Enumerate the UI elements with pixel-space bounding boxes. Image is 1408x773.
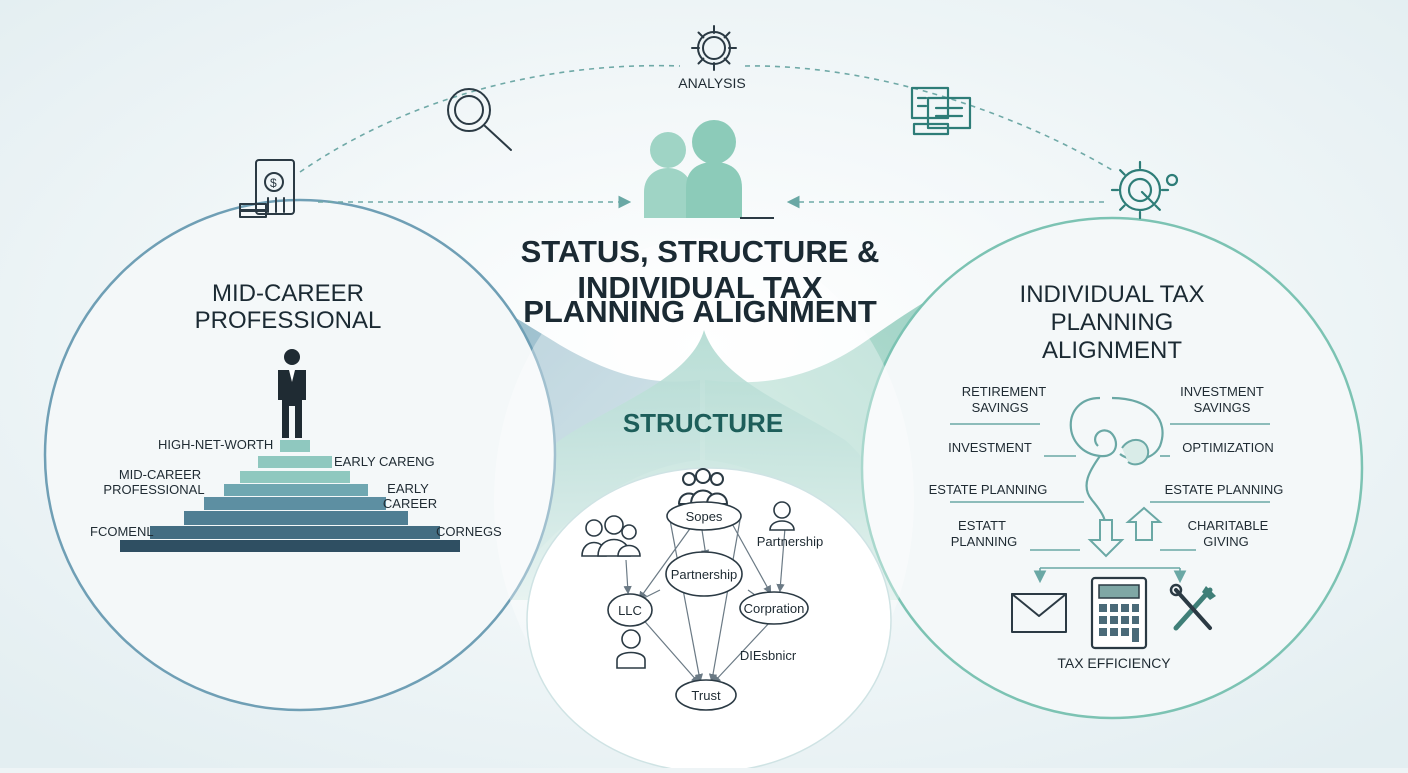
label-tax-efficiency: TAX EFFICIENCY: [1057, 655, 1171, 671]
label-investment: INVESTMENT: [948, 440, 1032, 455]
node-diesbnicr-label: DIEsbnicr: [740, 648, 797, 663]
label-early-careng: EARLY CARENG: [334, 454, 435, 469]
label-investment-savings-2: SAVINGS: [1194, 400, 1251, 415]
stair-step-8: [120, 540, 460, 552]
tools-icon: [1169, 583, 1216, 631]
label-optimization: OPTIMIZATION: [1182, 440, 1273, 455]
left-circle: [43, 198, 557, 712]
right-title-line-1: INDIVIDUAL TAX: [1020, 281, 1205, 308]
node-sopes-label: Sopes: [686, 509, 723, 524]
label-estatt-1: ESTATT: [958, 518, 1006, 533]
main-title-line-3: PLANNING ALIGNMENT: [523, 294, 877, 329]
node-trust-label: Trust: [691, 688, 721, 703]
label-retirement-2: SAVINGS: [972, 400, 1029, 415]
stair-step-5: [204, 497, 386, 510]
right-title-line-2: PLANNING: [1051, 309, 1174, 336]
career-staircase: [120, 440, 460, 552]
analysis-label: ANALYSIS: [678, 75, 745, 91]
stair-step-2: [258, 456, 332, 468]
right-title-line-3: ALIGNMENT: [1042, 337, 1182, 364]
stair-step-6: [184, 511, 408, 525]
node-llc-label: LLC: [618, 603, 642, 618]
structure-title: STRUCTURE: [623, 408, 783, 438]
stair-step-1: [280, 440, 310, 452]
team-icon: [581, 515, 641, 557]
magnifier-icon: [447, 88, 512, 151]
businessman-figure: [278, 349, 306, 438]
label-corners: CORNEGS: [436, 524, 502, 539]
label-estate-right: ESTATE PLANNING: [1165, 482, 1284, 497]
calculator-icon: [1090, 576, 1148, 650]
label-mid-career-2: PROFESSIONAL: [103, 482, 204, 497]
gear-icon: [691, 25, 737, 71]
svg-text:$: $: [270, 176, 277, 190]
people-icon: [644, 120, 774, 219]
node-corporation: [739, 591, 809, 625]
target-gear-icon: [1110, 160, 1179, 220]
left-title-line-2: PROFESSIONAL: [195, 307, 382, 334]
group-icon: [678, 468, 728, 505]
documents-icon: [910, 86, 972, 136]
label-high-net-worth: HIGH-NET-WORTH: [158, 437, 273, 452]
node-partnership-mid: [665, 551, 743, 597]
label-foundation: FCOMENL: [90, 524, 154, 539]
label-retirement-1: RETIREMENT: [962, 384, 1047, 399]
envelope-icon: [1011, 593, 1067, 633]
node-partnership-top-label: Partnership: [757, 534, 823, 549]
node-llc: [607, 593, 653, 627]
right-circle: [860, 216, 1364, 720]
node-corporation-label: Corpration: [744, 601, 805, 616]
dashed-arc-right: [744, 65, 1113, 171]
left-title-line-1: MID-CAREER: [212, 280, 364, 307]
node-partnership-mid-label: Partnership: [671, 567, 737, 582]
flow-lines: [950, 423, 1270, 584]
label-early-career-2: CAREER: [383, 496, 437, 511]
node-sopes: [666, 501, 742, 531]
label-investment-savings-1: INVESTMENT: [1180, 384, 1264, 399]
main-title-line-1: STATUS, STRUCTURE &: [521, 234, 880, 269]
person-icon-lower: [616, 629, 646, 669]
stair-step-7: [150, 526, 440, 539]
person-icon-right: [769, 501, 795, 531]
node-trust: [675, 679, 737, 711]
label-charitable-1: CHARITABLE: [1188, 518, 1269, 533]
dashed-arc-left: [299, 64, 681, 173]
money-document-icon: $: [239, 159, 295, 218]
label-mid-career-1: MID-CAREER: [119, 467, 201, 482]
label-estate-left: ESTATE PLANNING: [929, 482, 1048, 497]
maze-brain-icon: [1069, 396, 1164, 558]
main-title-line-2: INDIVIDUAL TAX: [577, 270, 822, 305]
stair-step-3: [240, 471, 350, 483]
label-early-career-1: EARLY: [387, 481, 429, 496]
label-estatt-2: PLANNING: [951, 534, 1017, 549]
label-charitable-2: GIVING: [1203, 534, 1249, 549]
stair-step-4: [224, 484, 368, 496]
